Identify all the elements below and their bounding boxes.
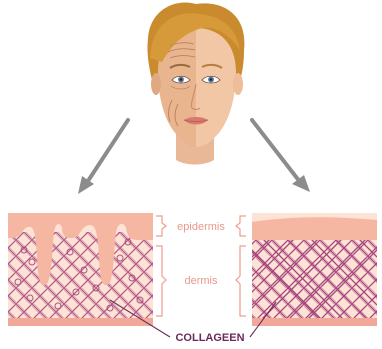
dermis-base-aged	[8, 318, 153, 326]
skin-block-aged	[8, 213, 153, 326]
ear-right	[233, 73, 243, 95]
dermis-base-young	[252, 318, 377, 326]
ear-left	[151, 73, 161, 95]
eye-right	[202, 76, 220, 83]
dermis-label: dermis	[184, 275, 218, 287]
dermis-bracket-left	[156, 246, 166, 316]
collagen-mesh-aged	[8, 232, 153, 322]
arrow-down-left-icon	[78, 120, 128, 194]
collagen-label: COLLAGEEN	[175, 332, 244, 344]
arrow-down-right-icon	[252, 120, 310, 192]
aging-face-illustration	[147, 2, 244, 164]
collagen-mesh-young	[252, 238, 377, 320]
epidermis-bracket-left	[156, 216, 166, 236]
epidermis-label: epidermis	[177, 221, 225, 233]
epidermis-young	[252, 217, 377, 240]
dermis-bracket-right	[236, 246, 246, 316]
epidermis-bracket-right	[236, 216, 246, 236]
